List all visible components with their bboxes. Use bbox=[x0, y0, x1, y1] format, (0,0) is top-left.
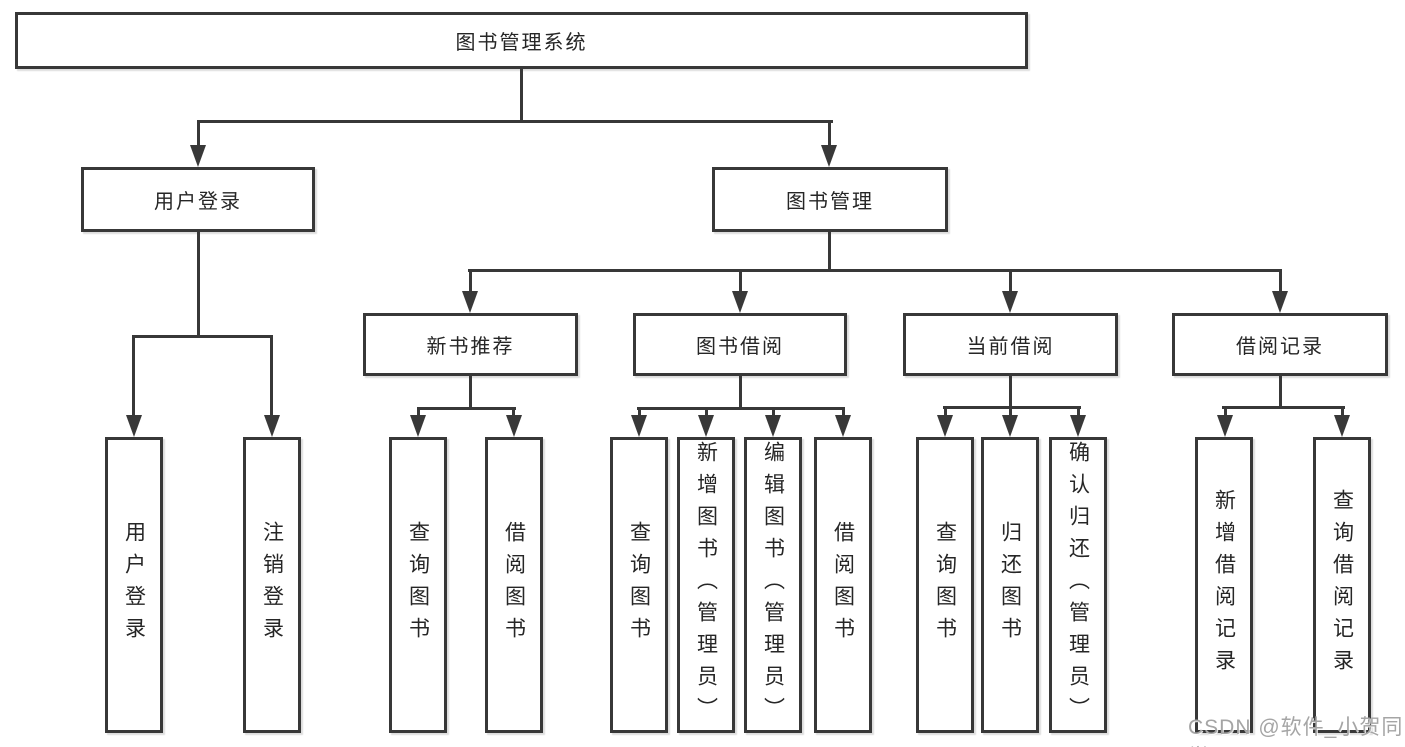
connector-line bbox=[638, 407, 641, 417]
leaf-records-query-record-label: 查询借阅记录 bbox=[1330, 489, 1354, 681]
connector-line bbox=[705, 407, 708, 417]
arrow-down-icon bbox=[835, 415, 851, 437]
leaf-logout-label: 注销登录 bbox=[260, 521, 284, 649]
node-user-login-label: 用户登录 bbox=[154, 191, 242, 213]
leaf-borrow-borrow-books: 借阅图书 bbox=[814, 437, 872, 733]
connector-line bbox=[1279, 269, 1282, 292]
leaf-borrow-query-books-label: 查询图书 bbox=[627, 521, 651, 649]
arrow-down-icon bbox=[462, 291, 478, 313]
leaf-current-confirm-return-label: 确认归还（管理员） bbox=[1066, 441, 1090, 729]
arrow-down-icon bbox=[1070, 415, 1086, 437]
connector-line bbox=[1009, 376, 1012, 407]
connector-line bbox=[197, 120, 200, 146]
leaf-recommend-borrow-books: 借阅图书 bbox=[485, 437, 543, 733]
leaf-borrow-add-books-label: 新增图书（管理员） bbox=[694, 441, 718, 729]
connector-line bbox=[512, 407, 515, 417]
leaf-recommend-query-books: 查询图书 bbox=[389, 437, 447, 733]
arrow-down-icon bbox=[732, 291, 748, 313]
connector-line bbox=[739, 269, 742, 292]
csdn-watermark: CSDN @软件_小贺同学 bbox=[1188, 716, 1404, 747]
arrow-down-icon bbox=[1334, 415, 1350, 437]
arrow-down-icon bbox=[264, 415, 280, 437]
leaf-borrow-edit-books-label: 编辑图书（管理员） bbox=[761, 441, 785, 729]
connector-line bbox=[828, 232, 831, 270]
leaf-current-query-books-label: 查询图书 bbox=[933, 521, 957, 649]
leaf-user-login-label: 用户登录 bbox=[122, 521, 146, 649]
leaf-current-query-books: 查询图书 bbox=[916, 437, 974, 733]
connector-line bbox=[197, 232, 200, 335]
leaf-recommend-query-books-label: 查询图书 bbox=[406, 521, 430, 649]
arrow-down-icon bbox=[1272, 291, 1288, 313]
arrow-down-icon bbox=[190, 145, 206, 167]
arrow-down-icon bbox=[698, 415, 714, 437]
leaf-user-login: 用户登录 bbox=[105, 437, 163, 733]
arrow-down-icon bbox=[126, 415, 142, 437]
connector-line bbox=[944, 406, 947, 417]
connector-line bbox=[468, 269, 1281, 272]
node-borrow-records-label: 借阅记录 bbox=[1236, 336, 1324, 358]
arrow-down-icon bbox=[1002, 291, 1018, 313]
node-current-borrow-label: 当前借阅 bbox=[966, 336, 1055, 358]
connector-line bbox=[132, 335, 273, 338]
node-new-book-recommend: 新书推荐 bbox=[363, 313, 578, 376]
arrow-down-icon bbox=[631, 415, 647, 437]
connector-line bbox=[520, 69, 523, 120]
connector-line bbox=[417, 407, 516, 410]
node-book-management-label: 图书管理 bbox=[786, 191, 874, 213]
connector-line bbox=[828, 120, 831, 146]
connector-line bbox=[469, 376, 472, 408]
connector-line bbox=[197, 120, 833, 123]
connector-line bbox=[739, 376, 742, 408]
arrow-down-icon bbox=[1217, 415, 1233, 437]
node-book-borrow-label: 图书借阅 bbox=[696, 336, 784, 358]
connector-line bbox=[1077, 406, 1080, 417]
connector-line bbox=[1279, 376, 1282, 407]
arrow-down-icon bbox=[410, 415, 426, 437]
connector-line bbox=[469, 269, 472, 292]
leaf-records-add-record-label: 新增借阅记录 bbox=[1212, 489, 1236, 681]
leaf-borrow-edit-books: 编辑图书（管理员） bbox=[744, 437, 802, 733]
leaf-current-confirm-return: 确认归还（管理员） bbox=[1049, 437, 1107, 733]
node-current-borrow: 当前借阅 bbox=[903, 313, 1118, 376]
leaf-borrow-query-books: 查询图书 bbox=[610, 437, 668, 733]
arrow-down-icon bbox=[821, 145, 837, 167]
connector-line bbox=[1224, 406, 1227, 417]
node-book-management: 图书管理 bbox=[712, 167, 948, 232]
arrow-down-icon bbox=[1002, 415, 1018, 437]
arrow-down-icon bbox=[765, 415, 781, 437]
connector-line bbox=[1341, 406, 1344, 417]
leaf-records-query-record: 查询借阅记录 bbox=[1313, 437, 1371, 733]
node-library-system: 图书管理系统 bbox=[15, 12, 1028, 69]
arrow-down-icon bbox=[506, 415, 522, 437]
leaf-logout: 注销登录 bbox=[243, 437, 301, 733]
node-book-borrow: 图书借阅 bbox=[633, 313, 847, 376]
connector-line bbox=[1009, 269, 1012, 292]
node-new-book-recommend-label: 新书推荐 bbox=[426, 336, 515, 358]
arrow-down-icon bbox=[937, 415, 953, 437]
leaf-current-return-books: 归还图书 bbox=[981, 437, 1039, 733]
node-borrow-records: 借阅记录 bbox=[1172, 313, 1388, 376]
leaf-recommend-borrow-books-label: 借阅图书 bbox=[502, 521, 526, 649]
leaf-current-return-books-label: 归还图书 bbox=[998, 521, 1022, 649]
connector-line bbox=[270, 335, 273, 417]
leaf-records-add-record: 新增借阅记录 bbox=[1195, 437, 1253, 733]
connector-line bbox=[637, 407, 845, 410]
connector-line bbox=[132, 335, 135, 417]
connector-line bbox=[1222, 406, 1345, 409]
connector-line bbox=[943, 406, 1081, 409]
connector-line bbox=[772, 407, 775, 417]
leaf-borrow-add-books: 新增图书（管理员） bbox=[677, 437, 735, 733]
node-library-system-label: 图书管理系统 bbox=[455, 32, 588, 54]
connector-line bbox=[1009, 406, 1012, 417]
node-user-login: 用户登录 bbox=[81, 167, 315, 232]
connector-line bbox=[842, 407, 845, 417]
leaf-borrow-borrow-books-label: 借阅图书 bbox=[831, 521, 855, 649]
connector-line bbox=[417, 407, 420, 417]
